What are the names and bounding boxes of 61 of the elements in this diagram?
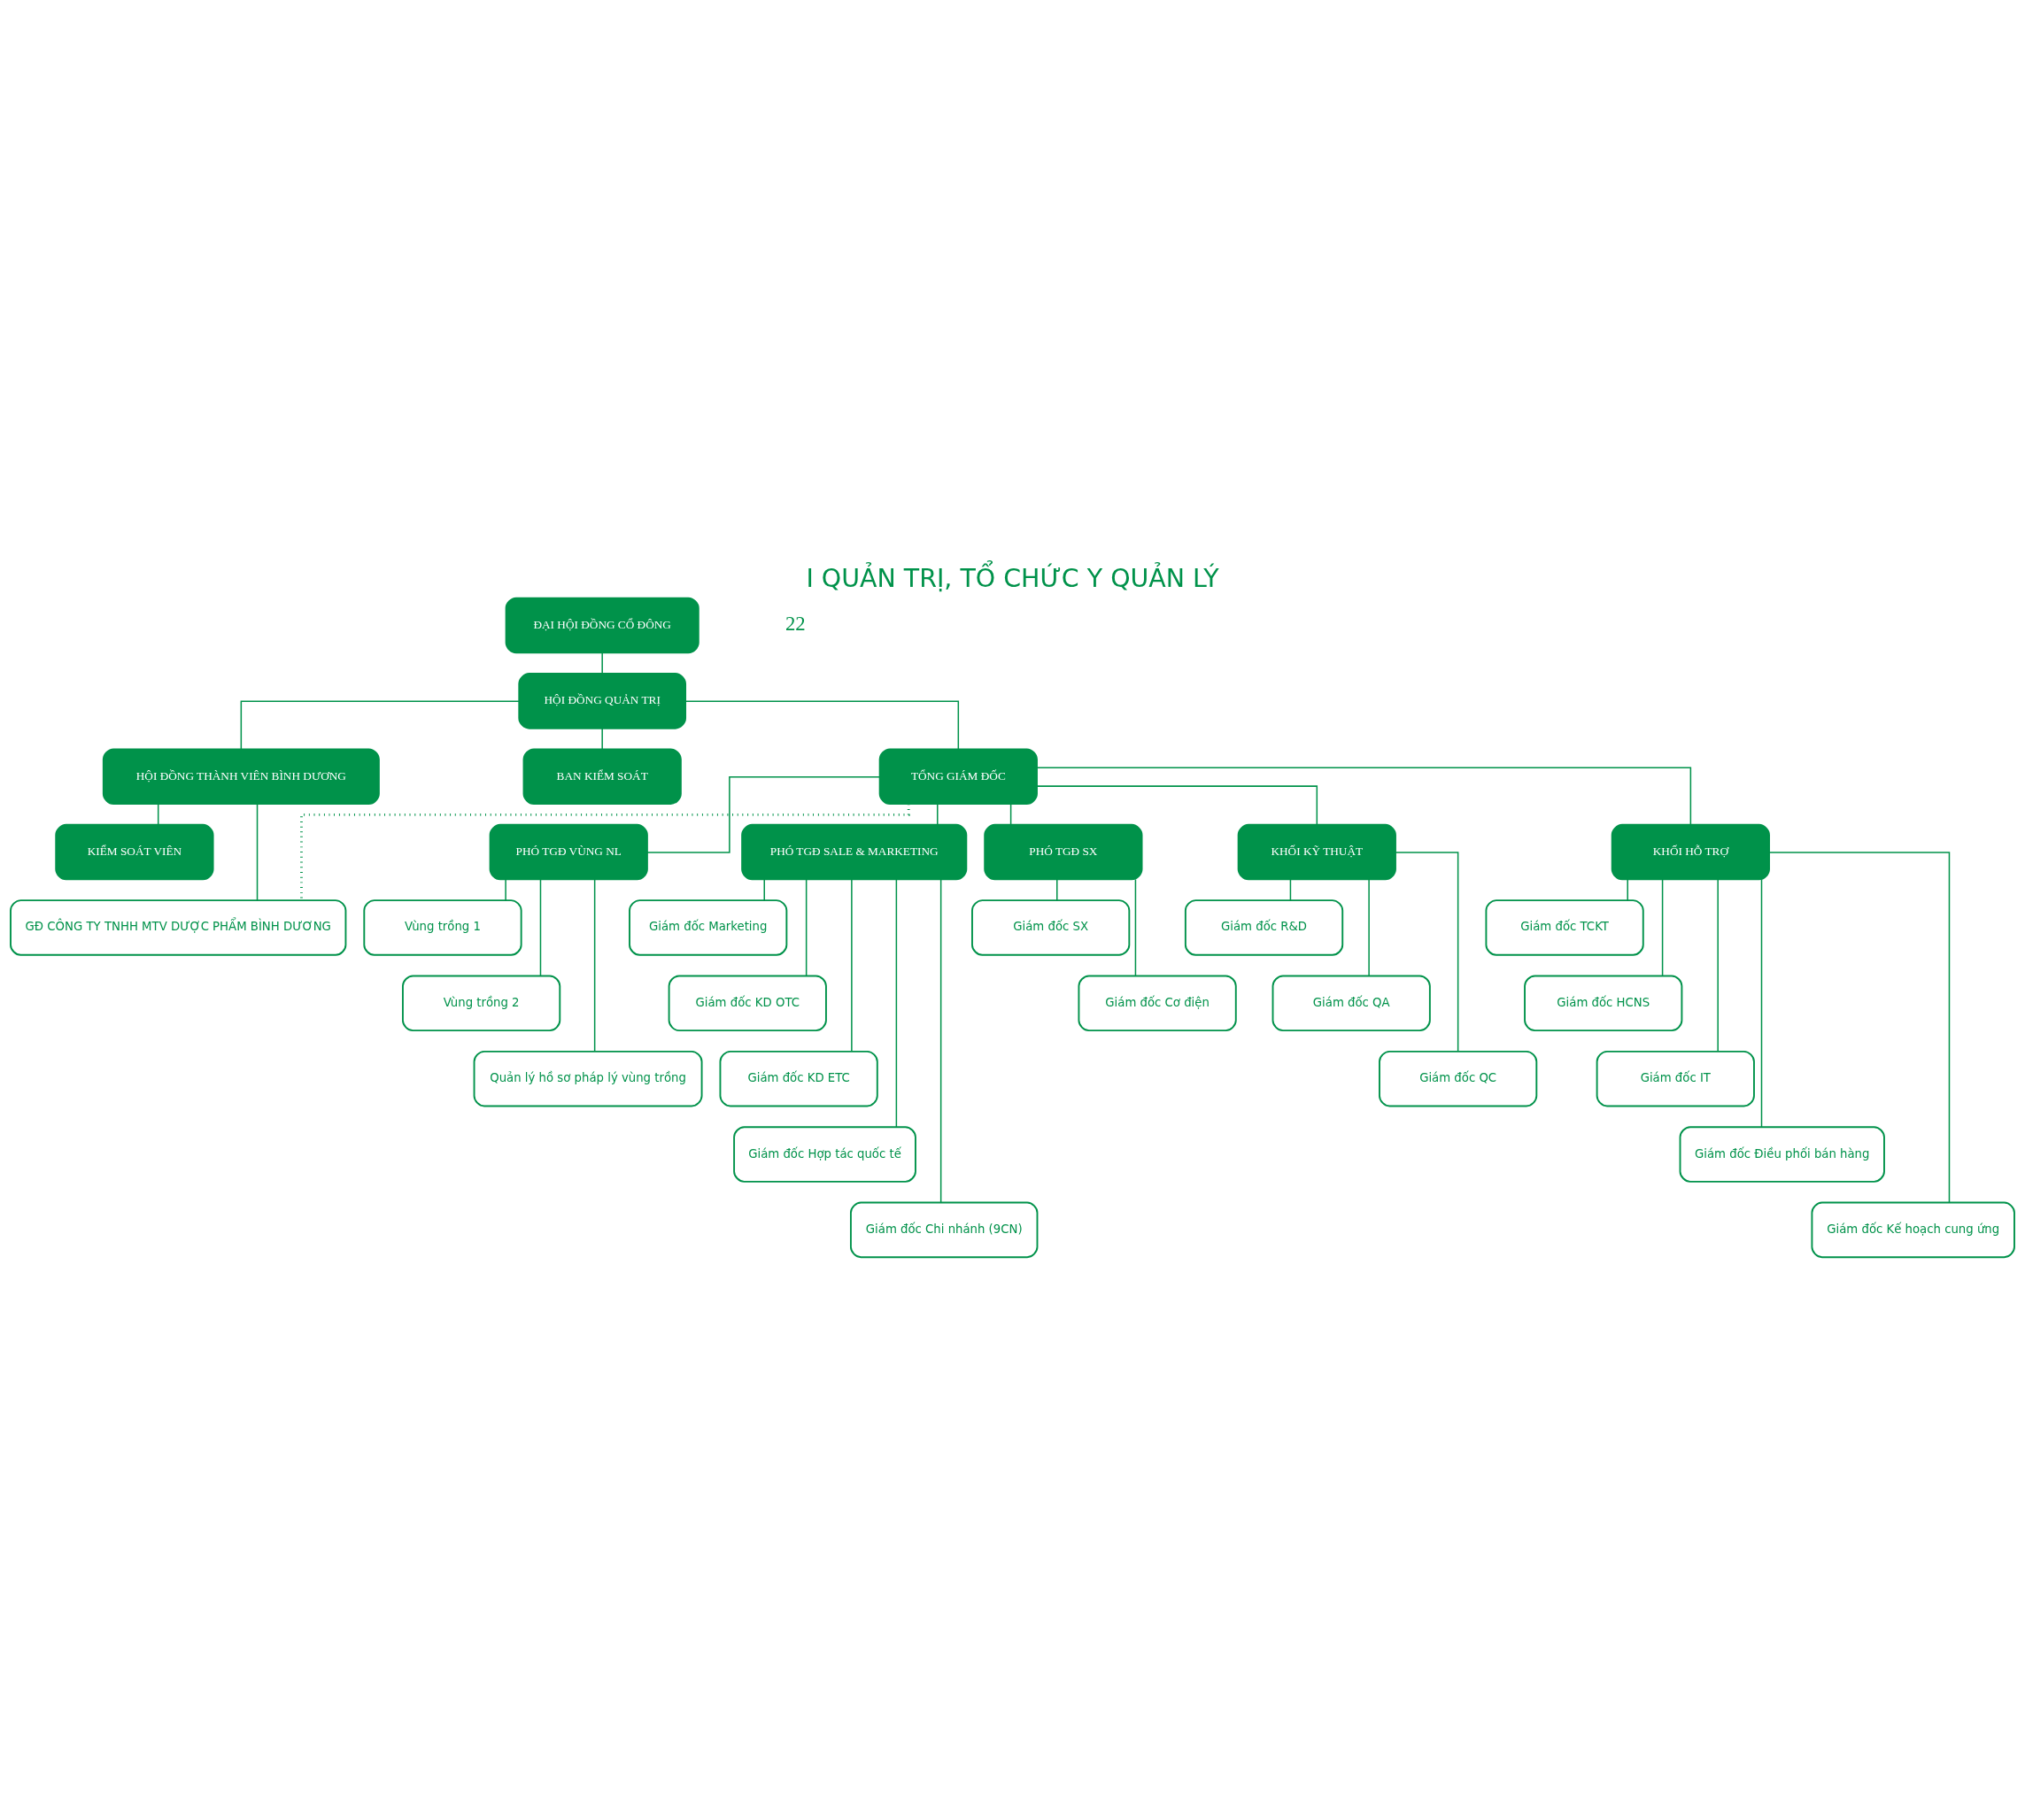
node-box: Giám đốc QA bbox=[1271, 975, 1431, 1031]
connector bbox=[505, 878, 506, 901]
connector bbox=[684, 700, 960, 750]
node-box: Quản lý hồ sơ pháp lý vùng trồng bbox=[473, 1050, 703, 1107]
node-box: Giám đốc Chi nhánh (9CN) bbox=[849, 1201, 1039, 1258]
node-box: KIỂM SOÁT VIÊN bbox=[55, 823, 214, 880]
node-box: PHÓ TGĐ SALE & MARKETING bbox=[741, 823, 968, 880]
node-box: Giám đốc TCKT bbox=[1485, 898, 1644, 956]
connector bbox=[601, 727, 603, 750]
connector bbox=[1717, 878, 1719, 1052]
node-box: TỔNG GIÁM ĐỐC bbox=[878, 747, 1038, 805]
node-box: Vùng trồng 2 bbox=[402, 975, 561, 1031]
node-box: GĐ CÔNG TY TNHH MTV DƯỢC PHẨM BÌNH DƯƠNG bbox=[10, 898, 347, 956]
node-box: KHỐI HỖ TRỢ bbox=[1611, 823, 1770, 880]
node-box: Giám đốc QC bbox=[1379, 1050, 1538, 1107]
node-box: HỘI ĐỒNG THÀNH VIÊN BÌNH DƯƠNG bbox=[102, 747, 380, 805]
connector bbox=[1289, 878, 1292, 901]
connector bbox=[1627, 878, 1628, 901]
connector bbox=[1768, 851, 1951, 1203]
connector bbox=[1661, 878, 1664, 976]
connector bbox=[1056, 878, 1058, 901]
connector bbox=[646, 775, 881, 853]
node-box: Giám đốc KD OTC bbox=[668, 975, 827, 1031]
node-box: BAN KIỂM SOÁT bbox=[522, 747, 682, 805]
connector bbox=[805, 878, 808, 976]
label: 22 bbox=[784, 612, 806, 635]
node-box: HỘI ĐỒNG QUẢN TRỊ bbox=[518, 672, 687, 729]
node-box: KHỐI KỸ THUẬT bbox=[1237, 823, 1396, 880]
connector bbox=[763, 878, 765, 901]
node-box: Giám đốc SX bbox=[971, 898, 1131, 956]
connector bbox=[937, 803, 939, 825]
connector bbox=[593, 878, 596, 1052]
connector bbox=[1395, 851, 1459, 1053]
connector bbox=[1368, 878, 1370, 976]
connector bbox=[240, 700, 520, 750]
connector bbox=[939, 878, 942, 1203]
node-box: PHÓ TGĐ SX bbox=[984, 823, 1143, 880]
node-box: PHÓ TGĐ VÙNG NL bbox=[489, 823, 648, 880]
node-box: Giám đốc HCNS bbox=[1524, 975, 1683, 1031]
node-box: Giám đốc IT bbox=[1596, 1050, 1755, 1107]
node-box: Giám đốc Kế hoạch cung ứng bbox=[1811, 1201, 2015, 1258]
connector bbox=[539, 878, 542, 976]
connector bbox=[1036, 767, 1692, 825]
node-box: Giám đốc Cơ điện bbox=[1078, 975, 1237, 1031]
connector bbox=[256, 802, 259, 901]
connector bbox=[300, 803, 910, 900]
connector bbox=[1760, 878, 1763, 1128]
connector bbox=[895, 878, 898, 1128]
connector bbox=[601, 652, 603, 675]
connector bbox=[1036, 784, 1318, 825]
connector bbox=[1009, 803, 1012, 825]
connector bbox=[157, 803, 159, 825]
node-box: ĐẠI HỘI ĐỒNG CỔ ĐÔNG bbox=[505, 597, 699, 653]
connector bbox=[1134, 878, 1137, 976]
node-box: Giám đốc Hợp tác quốc tế bbox=[733, 1125, 916, 1183]
connector bbox=[851, 878, 853, 1052]
node-box: Vùng trồng 1 bbox=[363, 898, 522, 956]
node-box: Giám đốc R&D bbox=[1184, 898, 1344, 956]
node-box: Giám đốc Điều phối bán hàng bbox=[1679, 1125, 1885, 1183]
node-box: Giám đốc KD ETC bbox=[719, 1050, 878, 1107]
node-box: Giám đốc Marketing bbox=[629, 898, 788, 956]
